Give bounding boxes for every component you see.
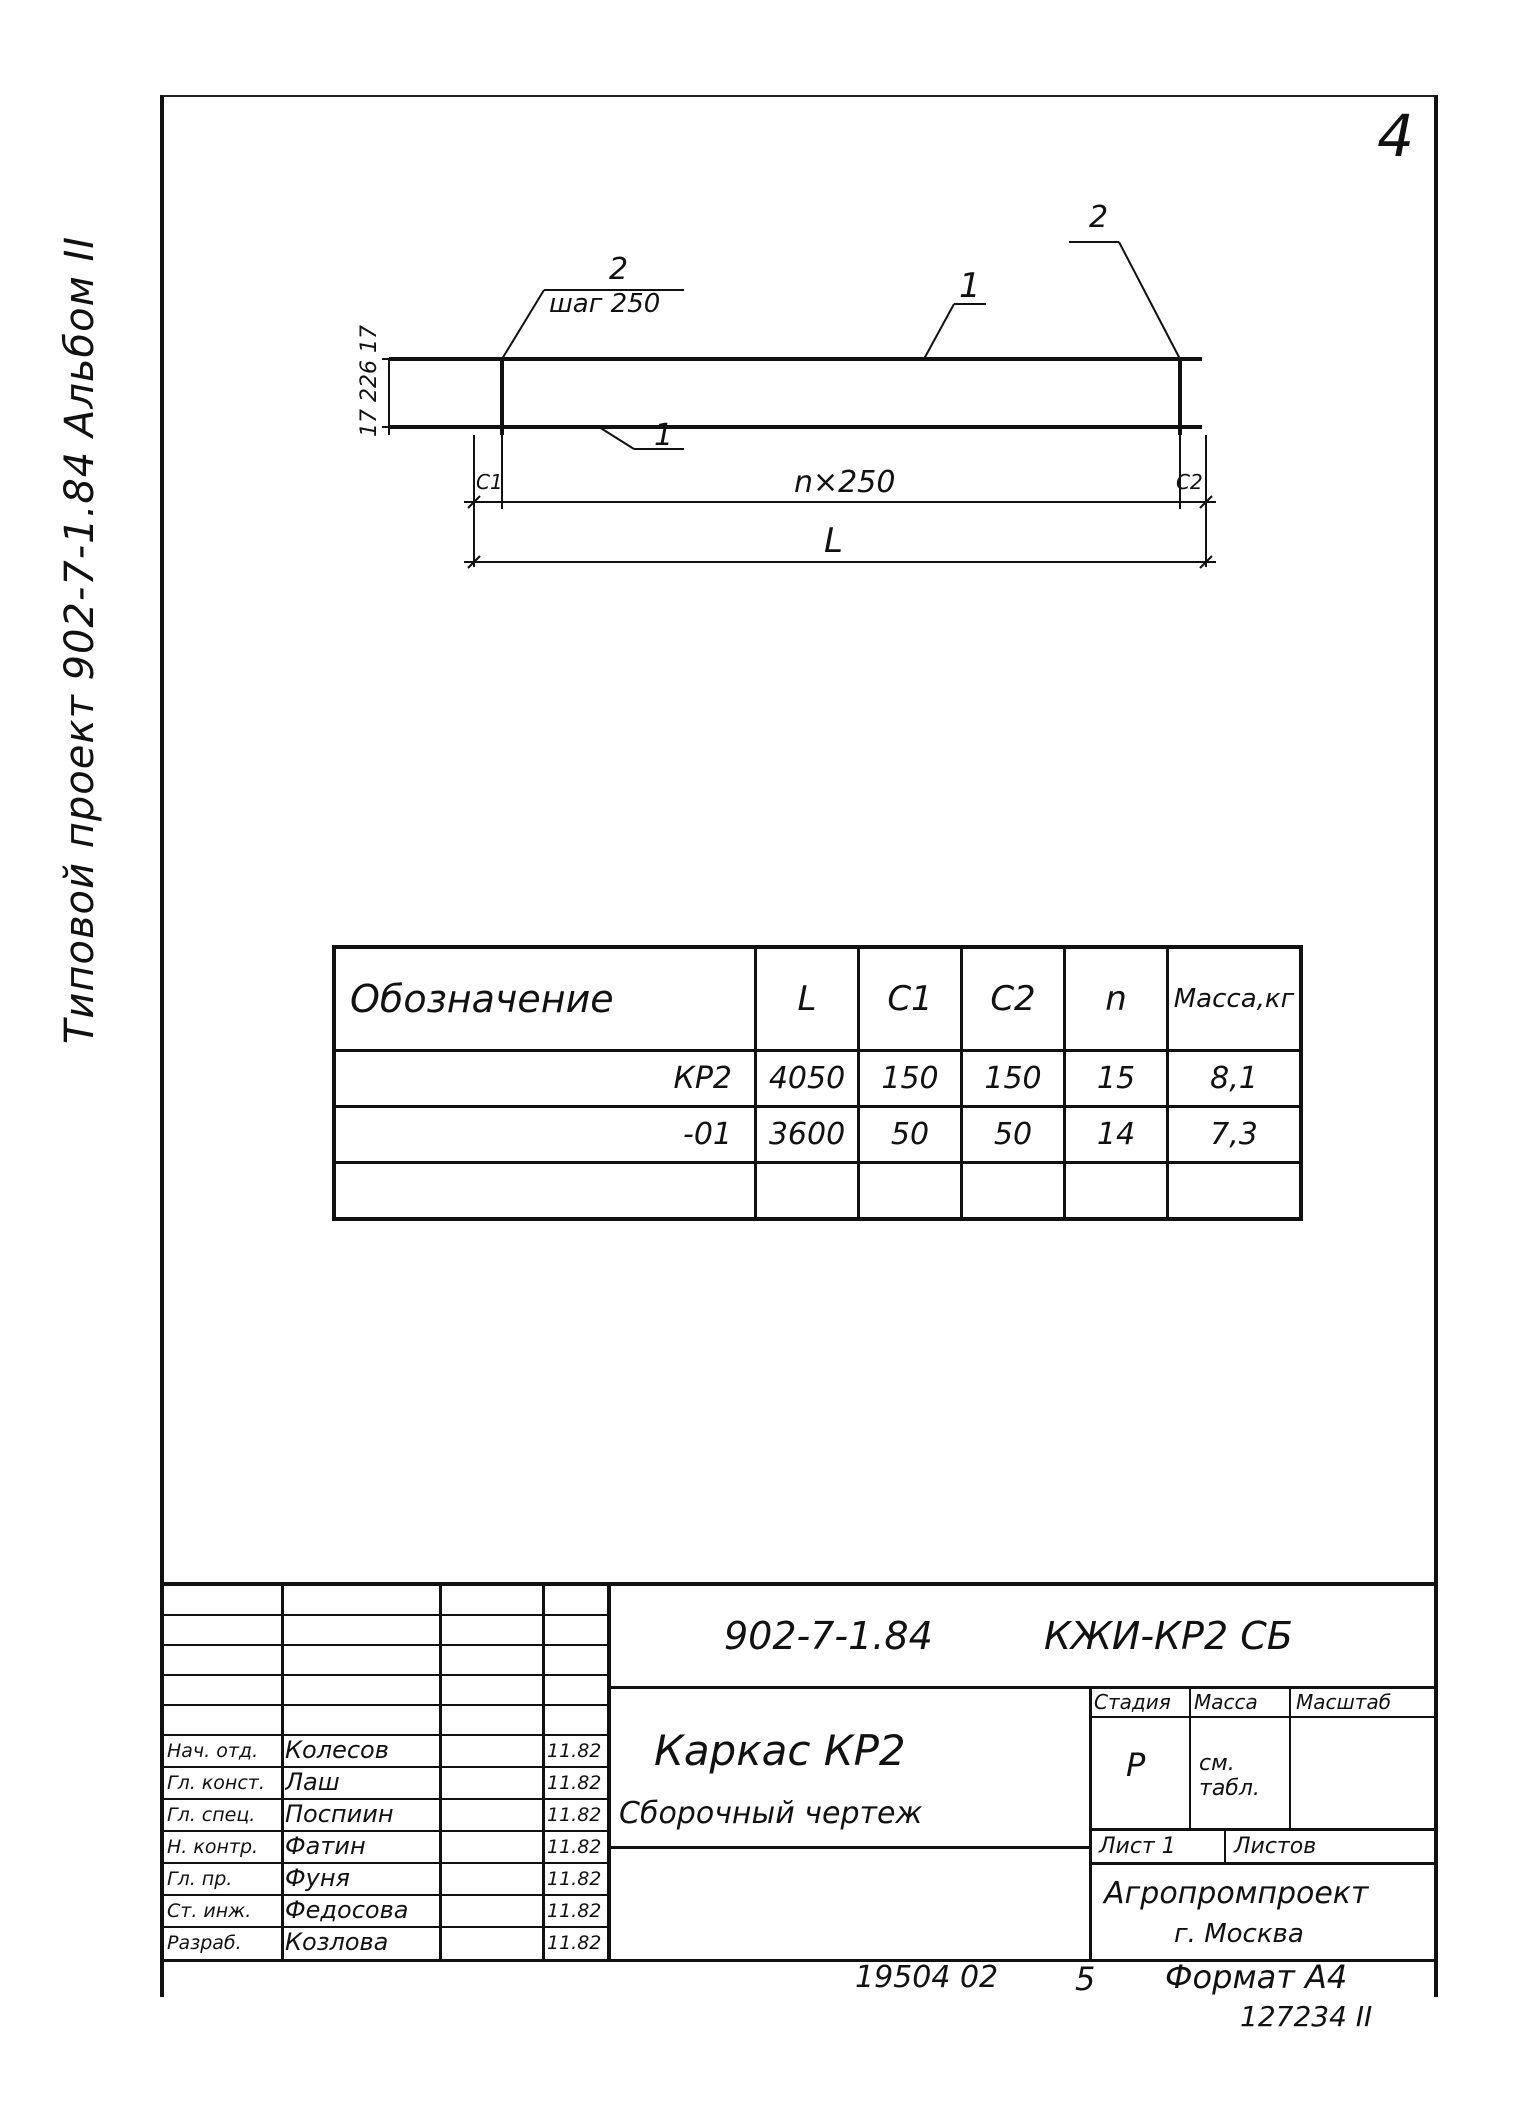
table-cell: 50 bbox=[857, 1105, 963, 1164]
sig-role: Н. контр. bbox=[167, 1836, 259, 1858]
scale-header: Масштаб bbox=[1296, 1690, 1392, 1714]
header-n: n bbox=[1063, 945, 1169, 1052]
sig-name: Козлова bbox=[285, 1928, 389, 1956]
stage-header: Стадия bbox=[1094, 1690, 1171, 1714]
table-cell bbox=[754, 1161, 860, 1221]
sig-date: 11.82 bbox=[547, 1932, 602, 1954]
sheets-total: Листов bbox=[1234, 1834, 1317, 1859]
sig-date: 11.82 bbox=[547, 1868, 602, 1890]
sig-role: Разраб. bbox=[167, 1932, 242, 1954]
table-cell: 4050 bbox=[754, 1049, 860, 1108]
table-cell: 7,3 bbox=[1166, 1105, 1303, 1164]
drawing-subtitle: Сборочный чертеж bbox=[619, 1796, 923, 1831]
sheet-number: Лист 1 bbox=[1099, 1834, 1176, 1859]
doc-code: 902-7-1.84 bbox=[724, 1614, 933, 1658]
drawing-title: Каркас КР2 bbox=[654, 1726, 906, 1775]
label-pos-2-right: 2 bbox=[1089, 200, 1108, 235]
table-cell: -01 bbox=[332, 1105, 757, 1164]
sig-role: Гл. пр. bbox=[167, 1868, 233, 1890]
sheet-code: КЖИ-КР2 СБ bbox=[1044, 1614, 1293, 1658]
mass-header: Масса bbox=[1194, 1690, 1258, 1714]
sig-name: Поспиин bbox=[285, 1800, 394, 1828]
archive-number: 127234 II bbox=[1240, 2000, 1373, 2033]
table-cell: 8,1 bbox=[1166, 1049, 1303, 1108]
label-pos-1-top: 1 bbox=[959, 266, 981, 306]
sig-name: Лаш bbox=[285, 1768, 340, 1796]
frame-drawing: 2 шаг 250 1 2 1 C1 n×250 C2 L 17 226 17 bbox=[357, 200, 1216, 569]
header-mass: Масса,кг bbox=[1166, 945, 1303, 1052]
header-designation: Обозначение bbox=[332, 945, 757, 1052]
header-c1: C1 bbox=[857, 945, 963, 1052]
footer-number: 5 bbox=[1075, 1960, 1096, 1998]
label-span: n×250 bbox=[794, 465, 895, 500]
table-cell bbox=[1063, 1161, 1169, 1221]
sig-date: 11.82 bbox=[547, 1900, 602, 1922]
drawing-sheet: 4 bbox=[160, 95, 1438, 1997]
table-cell bbox=[332, 1161, 757, 1221]
table-row: КР2 4050 150 150 15 8,1 bbox=[332, 1049, 1303, 1108]
label-pos-1-bottom: 1 bbox=[654, 418, 673, 453]
organization: Агропромпроект bbox=[1104, 1876, 1369, 1911]
sig-date: 11.82 bbox=[547, 1836, 602, 1858]
sig-date: 11.82 bbox=[547, 1772, 602, 1794]
label-height: 17 226 17 bbox=[357, 325, 382, 437]
table-cell bbox=[960, 1161, 1066, 1221]
header-l: L bbox=[754, 945, 860, 1052]
page-number: 4 bbox=[1377, 102, 1414, 170]
stage-value: Р bbox=[1126, 1746, 1146, 1784]
table-cell: 3600 bbox=[754, 1105, 860, 1164]
sig-role: Ст. инж. bbox=[167, 1900, 252, 1922]
table-cell: 14 bbox=[1063, 1105, 1169, 1164]
label-c1: C1 bbox=[476, 470, 503, 494]
table-header-row: Обозначение L C1 C2 n Масса,кг bbox=[332, 945, 1303, 1052]
format-label: Формат А4 bbox=[1165, 1958, 1348, 1996]
label-c2: C2 bbox=[1176, 470, 1203, 494]
table-cell: 150 bbox=[857, 1049, 963, 1108]
city: г. Москва bbox=[1174, 1919, 1304, 1949]
table-cell: КР2 bbox=[332, 1049, 757, 1108]
sig-date: 11.82 bbox=[547, 1804, 602, 1826]
sig-name: Фуня bbox=[285, 1864, 350, 1892]
label-step: шаг 250 bbox=[549, 289, 660, 319]
sig-name: Колесов bbox=[285, 1736, 389, 1764]
project-stamp-text: Типовой проект 902-7-1.84 Альбом II bbox=[57, 235, 103, 1045]
title-block: Нач. отд. Колесов 11.82 Гл. конст. Лаш 1… bbox=[164, 1582, 1434, 1962]
table-cell bbox=[857, 1161, 963, 1221]
sig-name: Фатин bbox=[285, 1832, 366, 1860]
table-cell bbox=[1166, 1161, 1303, 1221]
table-row: -01 3600 50 50 14 7,3 bbox=[332, 1105, 1303, 1164]
mass-value: см. табл. bbox=[1199, 1751, 1260, 1801]
parameter-table: Обозначение L C1 C2 n Масса,кг КР2 4050 … bbox=[332, 945, 1303, 1221]
sidebar-stamp: Типовой проект 902-7-1.84 Альбом II bbox=[0, 0, 160, 2104]
header-c2: C2 bbox=[960, 945, 1066, 1052]
table-cell: 50 bbox=[960, 1105, 1066, 1164]
table-cell: 15 bbox=[1063, 1049, 1169, 1108]
table-row bbox=[332, 1161, 1303, 1221]
sig-role: Гл. спец. bbox=[167, 1804, 256, 1826]
sig-date: 11.82 bbox=[547, 1740, 602, 1762]
sig-role: Нач. отд. bbox=[167, 1740, 259, 1762]
sig-name: Федосова bbox=[285, 1896, 409, 1924]
label-length: L bbox=[824, 521, 843, 561]
sig-role: Гл. конст. bbox=[167, 1772, 265, 1794]
table-cell: 150 bbox=[960, 1049, 1066, 1108]
inventory-number: 19504 02 bbox=[855, 1960, 999, 1995]
label-pos-2-left: 2 bbox=[609, 252, 628, 287]
